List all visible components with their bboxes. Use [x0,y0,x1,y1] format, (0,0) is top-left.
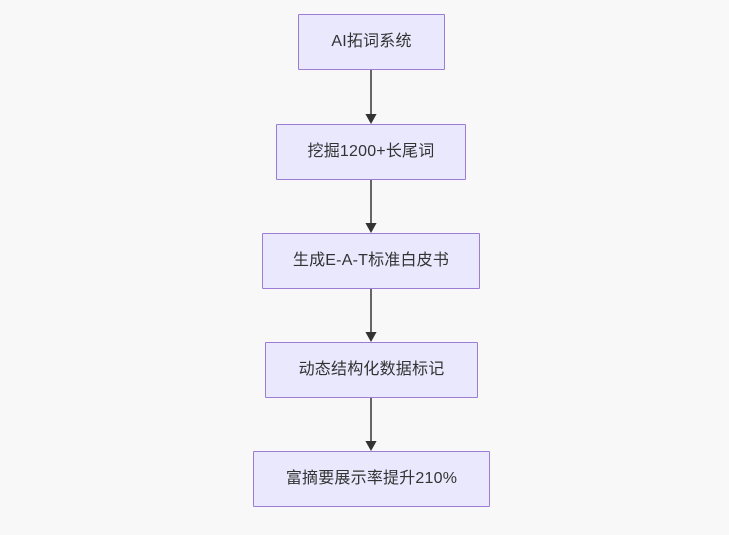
flow-arrow [363,398,379,451]
flow-node-label: 生成E-A-T标准白皮书 [292,252,450,270]
flow-node-label: 富摘要展示率提升210% [285,470,458,488]
flow-arrow [363,289,379,342]
flow-node-n1[interactable]: AI拓词系统 [298,14,445,70]
flow-node-label: 挖掘1200+长尾词 [307,143,435,161]
flow-node-n4[interactable]: 动态结构化数据标记 [265,342,478,398]
flow-arrow [363,70,379,124]
flow-node-n2[interactable]: 挖掘1200+长尾词 [276,124,466,180]
flow-node-label: 动态结构化数据标记 [298,361,445,379]
flow-arrow [363,180,379,233]
flow-node-label: AI拓词系统 [331,33,412,51]
flow-node-n5[interactable]: 富摘要展示率提升210% [253,451,490,507]
flow-node-n3[interactable]: 生成E-A-T标准白皮书 [262,233,480,289]
